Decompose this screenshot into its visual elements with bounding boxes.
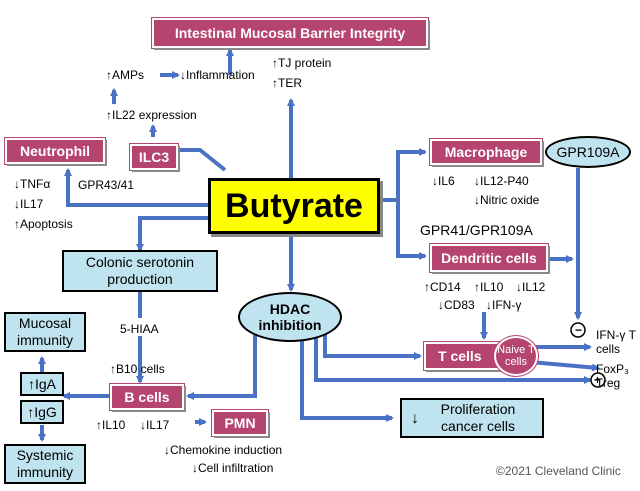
- label-b10: ↑B10 cells: [110, 362, 165, 376]
- label-tj-protein: ↑TJ protein: [272, 56, 332, 70]
- node-bcells: B cells: [110, 384, 184, 410]
- node-iga: ↑IgA: [20, 372, 64, 396]
- label-nitric-oxide: ↓Nitric oxide: [474, 193, 540, 207]
- serotonin-text: Colonic serotonin production: [85, 254, 195, 287]
- label-apoptosis: ↑Apoptosis: [14, 217, 73, 231]
- node-butyrate: Butyrate: [208, 178, 380, 234]
- label-il22: ↑IL22 expression: [106, 108, 197, 122]
- label-inflammation: ↓Inflammation: [180, 68, 255, 82]
- label-minus: −: [575, 323, 583, 337]
- label-il12-dc: ↓IL12: [516, 280, 546, 294]
- label-ter: ↑TER: [272, 76, 302, 90]
- label-cd83: ↓CD83: [438, 298, 475, 312]
- label-tnf: ↓TNFα: [14, 177, 51, 191]
- arrow-tcells-to-foxp3: [529, 360, 600, 372]
- arrow-butyrate-to-macrophage: [380, 148, 427, 202]
- label-amps: ↑AMPs: [106, 68, 145, 82]
- copyright: ©2021 Cleveland Clinic: [496, 464, 621, 478]
- label-il6: ↓IL6: [432, 174, 455, 188]
- label-il17-b: ↓IL17: [140, 418, 170, 432]
- label-gpr41-gpr109a: GPR41/GPR109A: [420, 222, 533, 238]
- label-il17-neut: ↓IL17: [14, 197, 44, 211]
- node-hdac: HDAC inhibition: [238, 292, 342, 342]
- label-il10-b: ↑IL10: [96, 418, 126, 432]
- node-serotonin: Colonic serotonin production: [62, 250, 218, 292]
- arrow-hdac-to-proliferation: [300, 335, 394, 422]
- node-pmn: PMN: [212, 410, 268, 436]
- label-chemokine: ↓Chemokine induction: [164, 443, 283, 457]
- arrow-hdac-to-tcells: [323, 330, 422, 360]
- node-proliferation: ↓ Proliferation cancer cells: [400, 398, 544, 438]
- label-plus: +: [594, 373, 602, 387]
- label-ifn-dc: ↓IFN-γ: [486, 298, 522, 312]
- node-igg: ↑IgG: [20, 400, 64, 424]
- label-il12p40: ↓IL12-P40: [474, 174, 529, 188]
- node-naive-tcells: Naive T cells: [494, 336, 538, 376]
- label-foxp3-treg: FoxP₃ Treg: [596, 362, 629, 390]
- node-barrier: Intestinal Mucosal Barrier Integrity: [152, 18, 428, 48]
- label-cell-infiltration: ↓Cell infiltration: [192, 461, 274, 475]
- node-neutrophil: Neutrophil: [5, 138, 105, 164]
- arrow-hdac-to-treg: [314, 333, 592, 384]
- arrow-butyrate-to-ilc3: [170, 146, 227, 172]
- label-hiaa: 5-HIAA: [120, 322, 159, 336]
- hdac-text: HDAC inhibition: [258, 301, 322, 333]
- node-systemic-immunity: Systemic immunity: [4, 444, 86, 484]
- label-cd14: ↑CD14: [424, 280, 461, 294]
- label-il10-dc: ↑IL10: [474, 280, 504, 294]
- node-macrophage: Macrophage: [430, 139, 542, 165]
- arrow-butyrate-to-dendritic: [396, 200, 427, 260]
- node-gpr109a: GPR109A: [545, 136, 631, 168]
- arrow-butyrate-to-neutrophil: [64, 168, 208, 207]
- node-mucosal-immunity: Mucosal immunity: [4, 312, 86, 352]
- mucosal-text: Mucosal immunity: [16, 315, 73, 348]
- node-dendritic: Dendritic cells: [430, 244, 548, 272]
- naive-text: Naive T cells: [497, 344, 535, 368]
- node-tcells: T cells: [424, 342, 500, 370]
- node-ilc3: ILC3: [130, 144, 178, 170]
- inhibit-circle: [570, 322, 586, 338]
- arrow-hdac-to-bcells: [186, 335, 257, 400]
- label-ifn-tcells: IFN-γ T cells: [596, 328, 636, 356]
- label-gpr4341: GPR43/41: [78, 178, 135, 192]
- arrow-butyrate-to-serotonin: [136, 216, 208, 252]
- proliferation-text: Proliferation cancer cells: [440, 401, 516, 434]
- systemic-text: Systemic immunity: [16, 447, 74, 480]
- promote-circle: [590, 372, 606, 388]
